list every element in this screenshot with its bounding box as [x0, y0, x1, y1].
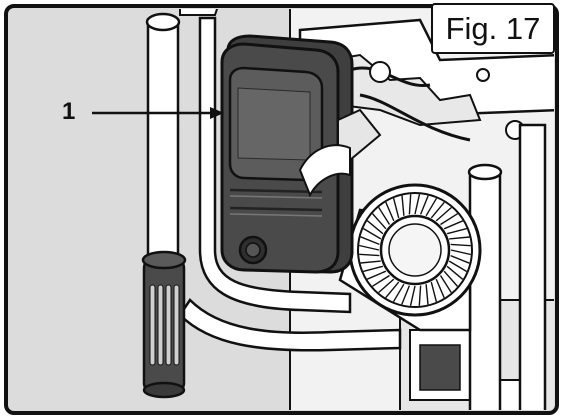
- starter-fin: [366, 220, 384, 235]
- starter-fin: [435, 278, 445, 299]
- starter-fin: [360, 236, 380, 246]
- starter-fin: [450, 243, 471, 247]
- figure-label: Fig. 17: [431, 3, 555, 54]
- starter-fin: [408, 194, 412, 215]
- starter-fin: [425, 284, 429, 305]
- starter-fin: [439, 275, 452, 293]
- starter-fin: [360, 260, 381, 264]
- starter-fin: [450, 254, 470, 264]
- air-filter-cover: [220, 34, 382, 274]
- starter-fin: [372, 274, 390, 287]
- top-frame-tube: [179, 9, 222, 16]
- starter-fin: [409, 285, 416, 306]
- starter-fin: [414, 194, 421, 215]
- starter-fin: [359, 244, 380, 251]
- starter-fin: [418, 285, 422, 306]
- starter-fin: [385, 281, 400, 299]
- starter-fin: [401, 285, 411, 305]
- lower-frame-tube: [178, 16, 402, 352]
- starter-fin: [446, 265, 464, 280]
- starter-fin: [392, 283, 405, 303]
- starter-fin: [450, 249, 471, 256]
- starter-fin: [419, 195, 429, 215]
- starter-fin: [371, 213, 387, 230]
- starter-fin: [430, 201, 445, 219]
- handle-tube: [145, 12, 181, 257]
- starter-fin: [378, 207, 391, 225]
- starter-fin: [425, 197, 438, 217]
- handle-grip: [141, 250, 187, 399]
- starter-fin: [443, 220, 464, 230]
- starter-fin: [401, 195, 405, 216]
- starter-fin: [359, 253, 380, 257]
- starter-fin: [385, 201, 395, 222]
- starter-fin: [446, 227, 467, 235]
- callout-number-1: 1: [62, 98, 76, 125]
- callout-leader-1: [92, 107, 224, 119]
- starter-fin: [449, 236, 470, 240]
- starter-fin: [362, 227, 382, 240]
- starter-fin: [435, 206, 452, 222]
- recoil-starter: [338, 183, 482, 332]
- starter-fin: [378, 278, 395, 294]
- starter-fin: [363, 265, 384, 273]
- starter-fin: [392, 198, 400, 219]
- starter-fin: [440, 213, 458, 226]
- starter-fin: [366, 270, 387, 280]
- starter-fin: [430, 281, 438, 302]
- starter-fin: [443, 270, 459, 287]
- starter-fin: [448, 260, 468, 273]
